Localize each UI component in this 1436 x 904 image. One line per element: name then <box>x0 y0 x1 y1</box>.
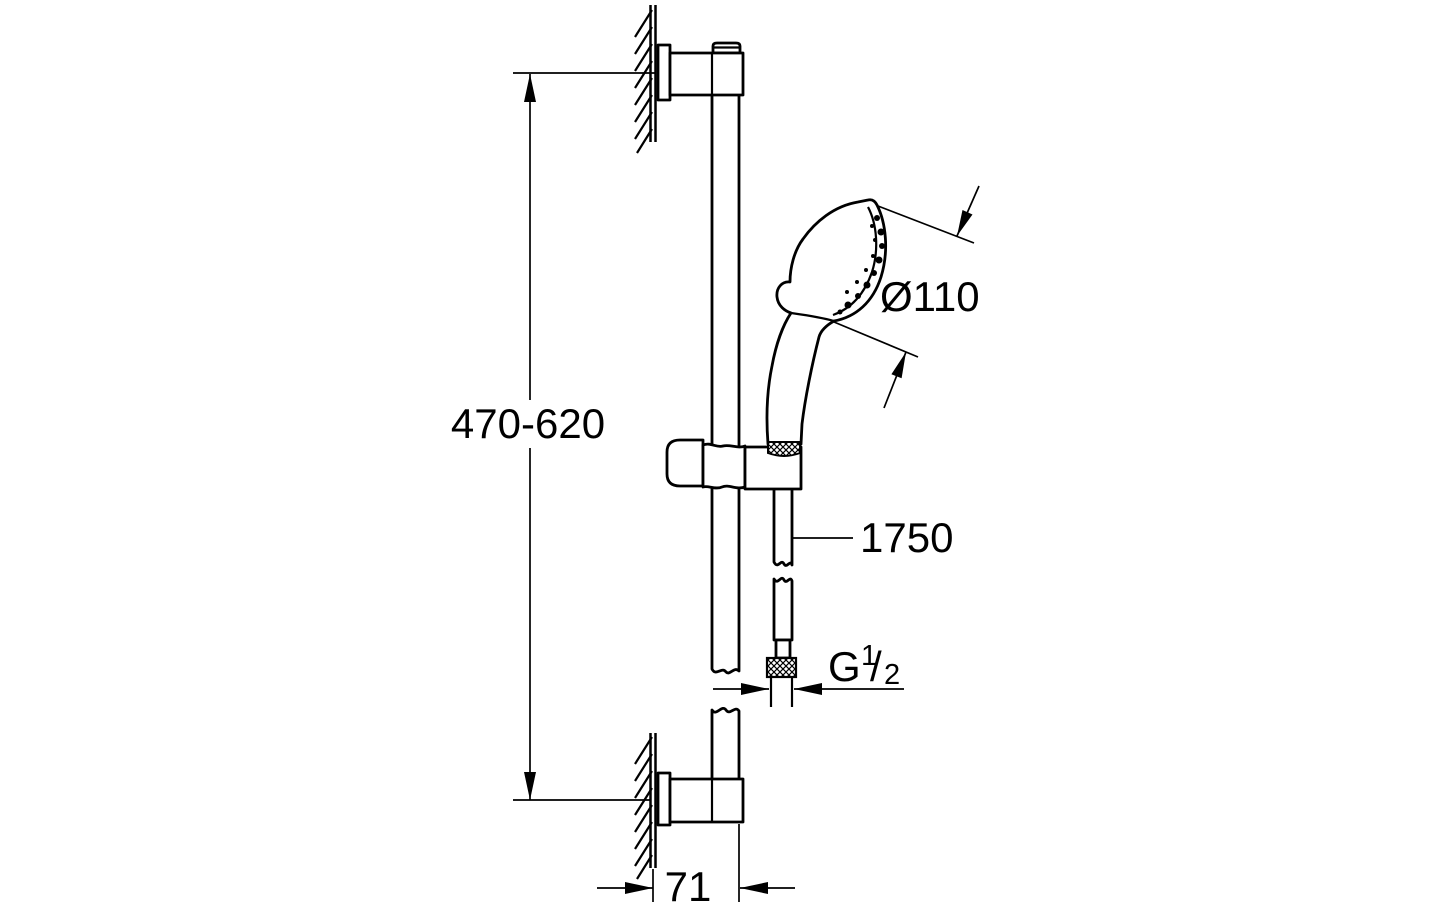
hand-shower <box>765 198 887 446</box>
hose-connector-end <box>769 677 794 707</box>
bracket-top <box>656 41 745 102</box>
wall-top <box>634 5 657 154</box>
glider-knob <box>665 438 705 488</box>
arrow-to-face-bottom <box>891 352 906 379</box>
dimension-rail-height: 470-620 <box>451 72 656 801</box>
extension-line-face-bottom <box>833 321 919 358</box>
thread-denominator: 2 <box>884 659 900 691</box>
dimension-thread: G 1 / 2 <box>713 640 904 695</box>
hose-length-label: 1750 <box>860 514 953 561</box>
extension-line-face-top <box>877 205 975 244</box>
bracket-bottom-escutcheon <box>656 771 672 827</box>
dimension-head-diameter: Ø110 <box>833 185 980 409</box>
arrow-right-to-rail <box>740 882 768 894</box>
shower-rail <box>710 72 741 802</box>
rail-upper-section <box>710 72 741 675</box>
wall-distance-label: 71 <box>665 863 712 904</box>
thread-letter: G <box>828 643 861 690</box>
shower-hose <box>765 576 798 707</box>
thread-slash: / <box>870 643 882 690</box>
arrow-to-face-top <box>957 210 973 236</box>
arrow-up <box>524 74 536 102</box>
arrow-down <box>524 772 536 800</box>
wall-bottom-hatching <box>634 736 653 880</box>
arrow-right-to-hose <box>794 683 822 695</box>
dimension-hose-length: 1750 <box>793 514 953 561</box>
rail-lower-section <box>710 707 741 802</box>
dimension-wall-distance: 71 <box>597 824 795 904</box>
thread-numerator: 1 <box>861 640 877 672</box>
rail-glider <box>665 438 803 491</box>
bracket-top-body <box>668 51 745 97</box>
bracket-top-escutcheon <box>656 43 672 102</box>
wall-bottom <box>634 733 657 880</box>
head-handle-junction-line <box>790 311 835 323</box>
head-diameter-label: Ø110 <box>880 273 980 320</box>
handle-knurled-band <box>767 441 801 457</box>
hose-ferrule <box>774 638 792 660</box>
glider-body <box>701 442 747 490</box>
hand-shower-body <box>765 198 887 446</box>
hose-upper-section <box>772 468 794 567</box>
arrow-left-to-hose <box>741 683 769 695</box>
bracket-bottom-body <box>668 777 745 824</box>
hose-lower-section <box>772 576 794 642</box>
bracket-bottom <box>656 771 745 827</box>
arrow-left-to-wall <box>625 882 653 894</box>
rail-height-label: 470-620 <box>451 400 605 447</box>
spray-nozzles <box>837 215 885 315</box>
wall-top-hatching <box>634 9 653 154</box>
hose-knurled-nut <box>765 656 798 679</box>
